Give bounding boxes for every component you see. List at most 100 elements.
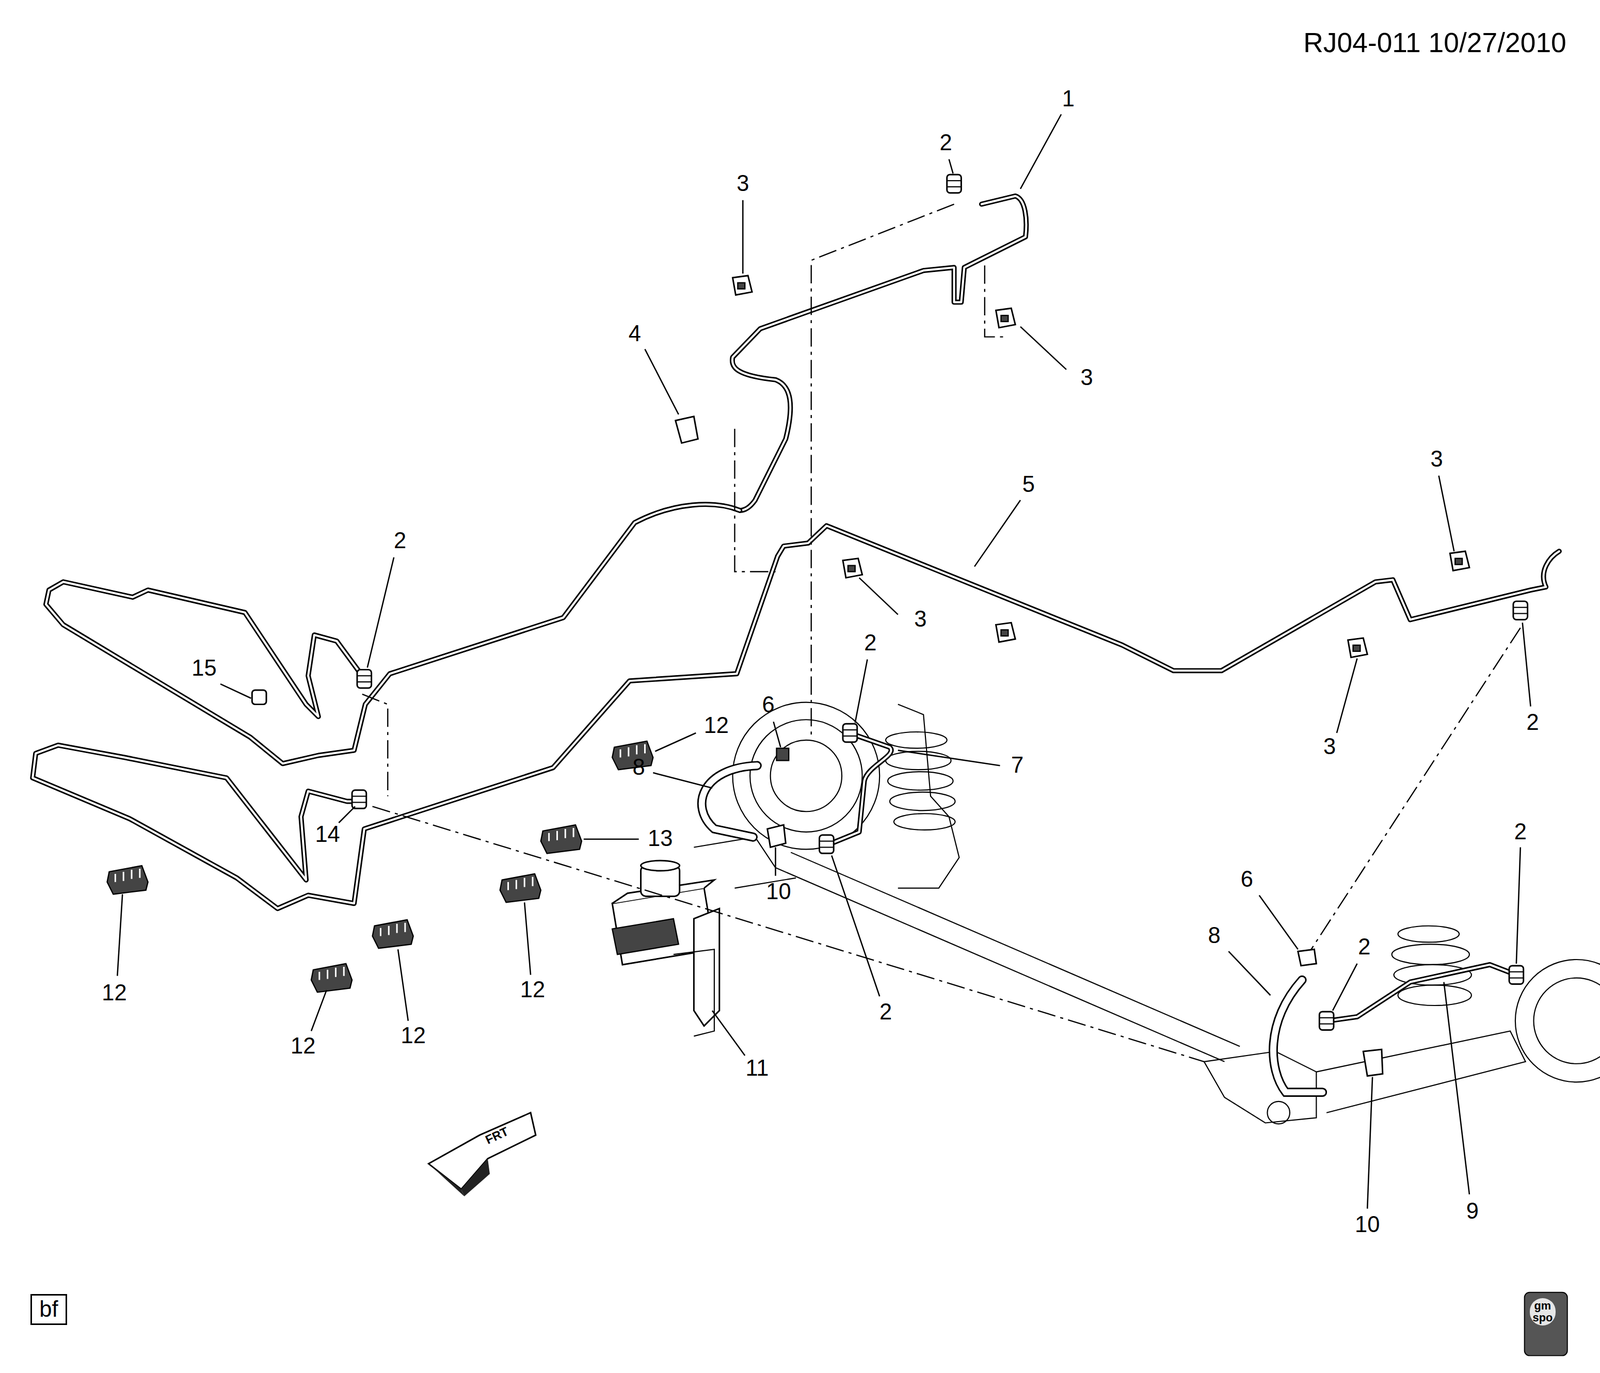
- fasteners: [1298, 949, 1317, 966]
- callout-number: 2: [1526, 711, 1539, 734]
- fasteners: [675, 416, 698, 443]
- callout-number: 7: [1011, 754, 1024, 777]
- coil-spring: [1398, 984, 1472, 1006]
- chassis-background: [1316, 1030, 1526, 1113]
- chassis-background: [1533, 978, 1600, 1064]
- callout-number: 12: [101, 981, 127, 1005]
- chassis-background: [1267, 1101, 1290, 1125]
- brake-pipe: [45, 504, 740, 764]
- callout-number: 6: [1240, 868, 1254, 891]
- leader-line: [117, 114, 1531, 1209]
- logo-frame: [1524, 1292, 1568, 1356]
- fasteners: [947, 174, 962, 194]
- coil-spring: [1392, 944, 1470, 965]
- callout-number: 3: [1080, 366, 1093, 390]
- callout-number: 12: [520, 978, 546, 1002]
- callout-number: 12: [704, 714, 729, 738]
- logo-frame: [1524, 1292, 1568, 1356]
- fasteners: [251, 690, 267, 705]
- drawing-reference: RJ04-011 10/27/2010: [1303, 28, 1566, 57]
- dash-dot-leader: [372, 806, 1205, 1062]
- dash-dot-leader: [362, 694, 388, 797]
- dash-dot-leader: [734, 428, 776, 572]
- fasteners: [540, 824, 582, 854]
- chassis-background: [693, 702, 1600, 1125]
- brake-hose: [701, 765, 758, 837]
- brake-pipe: [1328, 964, 1517, 1021]
- coil-spring: [885, 751, 952, 771]
- fasteners: [500, 873, 541, 903]
- chassis-background: [693, 837, 776, 868]
- brake-pipe: [831, 732, 891, 844]
- node-text: bf: [39, 1297, 58, 1322]
- coil-spring: [889, 792, 956, 811]
- brake-pipe: [32, 525, 1560, 909]
- brake-pipe: [32, 525, 1560, 909]
- fasteners: [311, 963, 352, 992]
- callout-number: 1: [1062, 87, 1075, 111]
- fasteners: [107, 865, 149, 894]
- node-text: gm spo: [1532, 1300, 1554, 1324]
- fasteners: [352, 790, 367, 809]
- abs-module: [641, 860, 680, 871]
- brake-pipe: [32, 196, 1560, 1021]
- fasteners: [819, 835, 835, 854]
- front-arrow: [428, 1112, 536, 1197]
- front-arrow: [461, 1158, 490, 1197]
- callout-number: 8: [1208, 924, 1221, 948]
- callout-number: 8: [632, 756, 646, 779]
- chassis-background: [1515, 959, 1600, 1082]
- callout-number: 2: [864, 631, 877, 655]
- brake-pipe: [831, 732, 891, 844]
- callout-number: 10: [765, 880, 791, 904]
- callout-number: 3: [1430, 448, 1444, 471]
- fasteners: [842, 723, 858, 743]
- callout-number: 12: [290, 1034, 316, 1058]
- callout-number: 6: [762, 693, 775, 717]
- callout-number: 2: [1357, 935, 1371, 959]
- callout-number: 3: [736, 172, 749, 196]
- fasteners: [1513, 601, 1528, 620]
- callout-number: 13: [647, 827, 673, 851]
- drawing-code-box: bf: [30, 1293, 67, 1325]
- front-arrow: [428, 1163, 464, 1197]
- dash-dot-leader: [1310, 627, 1520, 950]
- fasteners: [776, 748, 790, 761]
- callout-number: 11: [745, 1057, 769, 1080]
- callout-number: 2: [939, 131, 953, 155]
- fasteners: [732, 275, 753, 296]
- chassis-background: [1204, 1051, 1317, 1123]
- coil-spring: [887, 771, 954, 791]
- fasteners: [1348, 637, 1368, 658]
- leader-line: [117, 114, 1531, 1209]
- logo-box: gm spo: [1529, 1298, 1557, 1326]
- fasteners: [1319, 1011, 1334, 1031]
- callout-number: 5: [1022, 473, 1035, 496]
- fasteners: [1363, 1049, 1383, 1076]
- brake-hose: [701, 765, 758, 837]
- chassis-background: [770, 740, 842, 812]
- callout-number: 14: [314, 823, 340, 846]
- fasteners: [767, 824, 787, 848]
- callout-number: 12: [401, 1024, 426, 1048]
- fasteners: [372, 919, 414, 949]
- callout-number: 10: [1354, 1213, 1380, 1237]
- dash-dot-leader: [811, 204, 955, 735]
- callout-number: 3: [914, 608, 927, 631]
- abs-module: [612, 918, 679, 955]
- brake-hose: [1273, 980, 1323, 1093]
- callout-number: 4: [628, 322, 642, 346]
- coil-spring: [893, 813, 956, 830]
- callout-number: 2: [879, 1000, 892, 1024]
- fasteners: [1449, 551, 1470, 571]
- brake-hose: [1273, 980, 1323, 1093]
- brake-pipe: [732, 196, 1027, 511]
- fasteners: [1509, 965, 1524, 985]
- direction-text: FRT: [483, 1125, 511, 1147]
- dash-dot-leader: [984, 265, 1006, 337]
- brake-pipe: [45, 504, 740, 764]
- callout-number: 2: [1514, 820, 1527, 844]
- callout-number: 2: [393, 529, 407, 553]
